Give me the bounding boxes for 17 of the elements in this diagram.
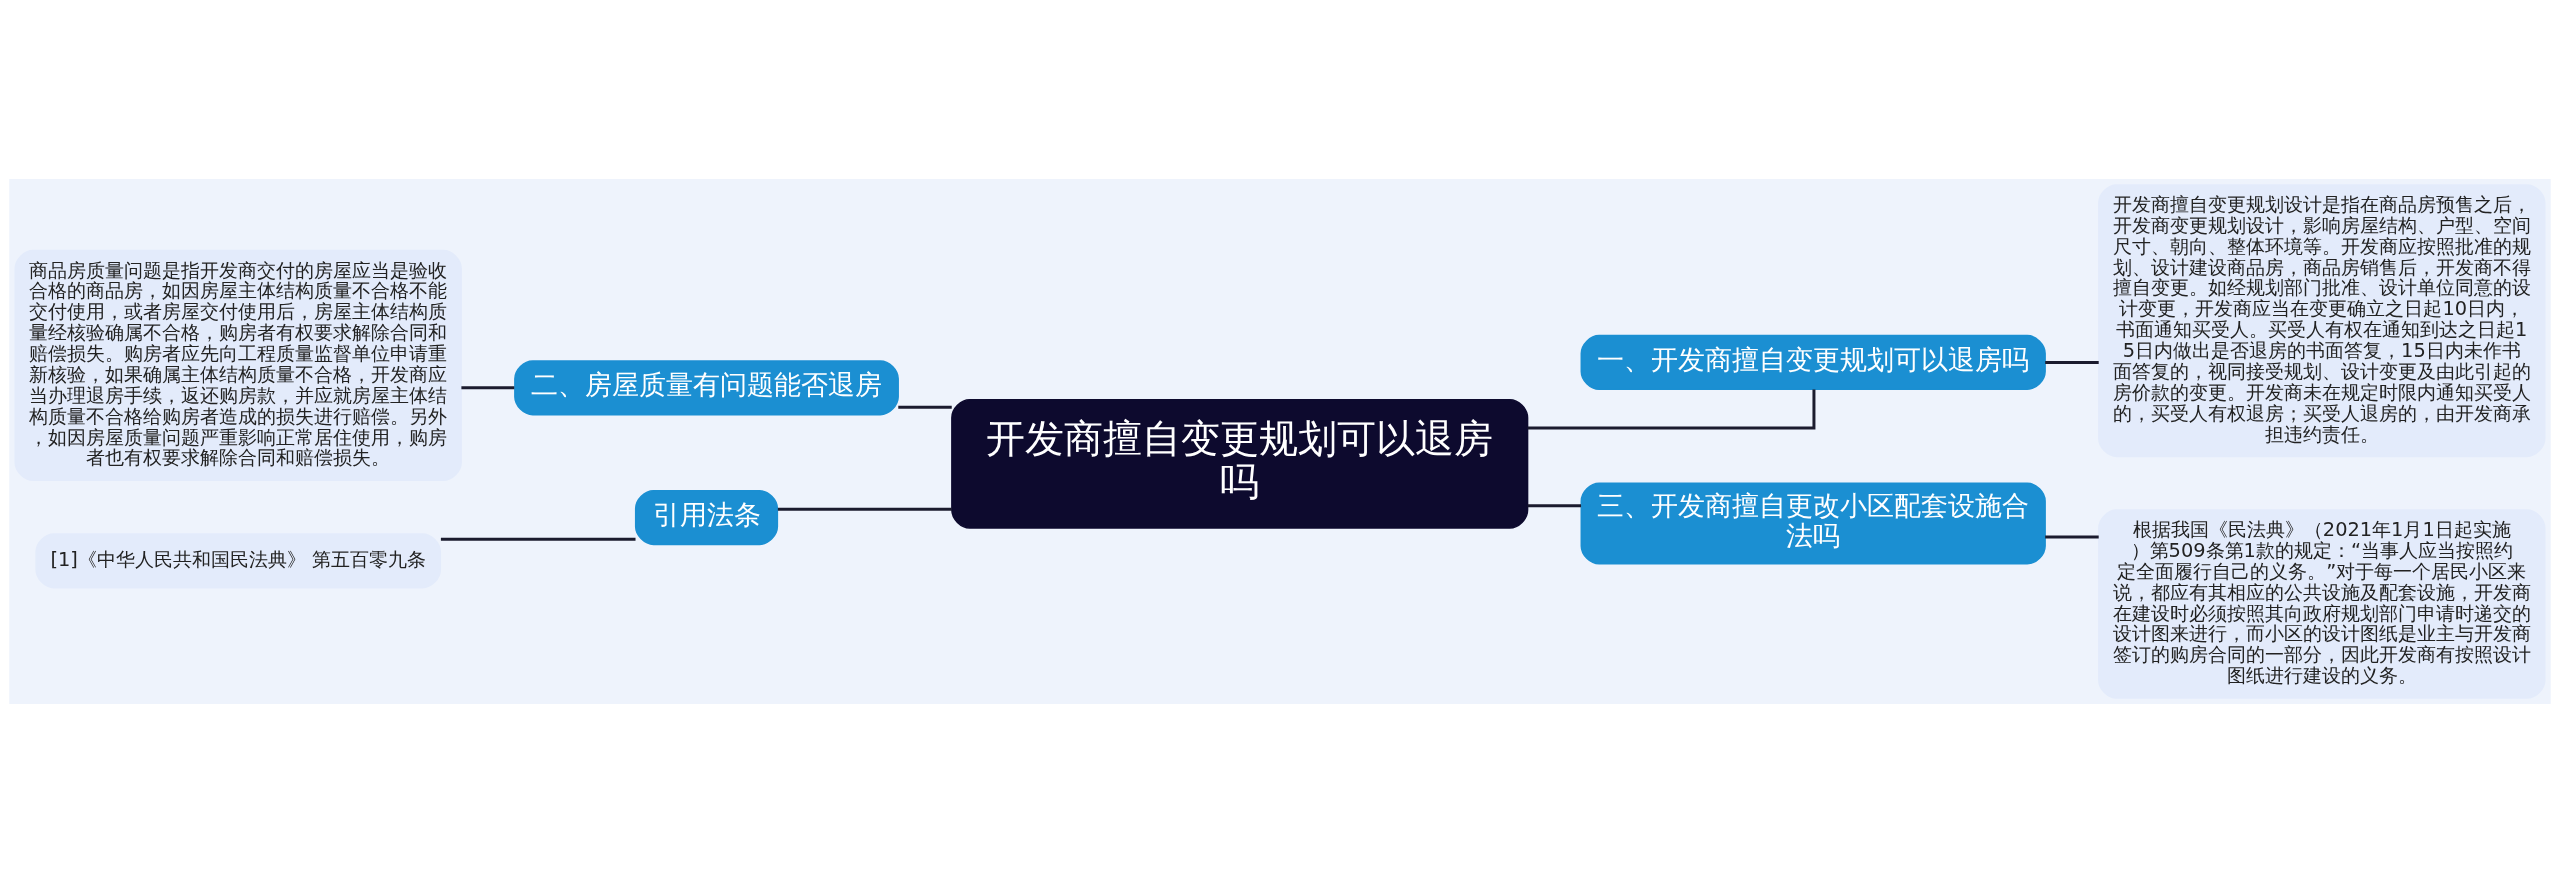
node-box: 引用法条 — [634, 489, 779, 545]
node-box: 二、房屋质量有问题能否退房 — [514, 359, 899, 415]
connector — [2045, 360, 2099, 364]
node-box: 三、开发商擅自更改小区配套设施合法吗 — [1580, 482, 2046, 565]
connector — [777, 507, 952, 511]
node-box: [1]《中华人民共和国民法典》 第五百零九条 — [35, 532, 442, 588]
connector — [440, 537, 636, 541]
connector — [2045, 534, 2099, 538]
node-box: 一、开发商擅自变更规划可以退房吗 — [1580, 334, 2046, 390]
connector — [1527, 389, 1816, 430]
connector — [1527, 503, 1582, 507]
node-box: 商品房质量问题是指开发商交付的房屋应当是验收合格的商品房，如因房屋主体结构质量不合格不能交付使用，或者房屋交付使用后，房屋主体结构质量经核验确属不合格，购房者有权要求解除合同和赔偿损失。购房者应先向工程质量监督单位申请重新核验，如果确属主体结构质量不合格，开发商应当办理退房手续，返还购房款，并应就房屋主体结构质量不合格给购房者造成的损失进行赔偿。另外，如因房屋质量问题严重影响正常居住使用，购房者也有权要求解除合同和赔偿损失。 — [14, 249, 462, 481]
node-box: 开发商擅自变更规划可以退房吗 — [951, 398, 1529, 529]
node-box: 开发商擅自变更规划设计是指在商品房预售之后，开发商变更规划设计，影响房屋结构、户型、空间尺寸、朝向、整体环境等。开发商应按照批准的规划、设计建设商品房，商品房销售后，开发商不得擅自变更。如经规划部门批准、设计单位同意的设计变更，开发商应当在变更确立之日起10日内，书面通知买受人。买受人有权在通知到达之日起15日内做出是否退房的书面答复，15日内未作书面答复的，视同接受规划、设计变更及由此引起的房价款的变更。开发商未在规定时限内通知买受人的，买受人有权退房；买受人退房的，由开发商承担违约责任。 — [2098, 183, 2546, 457]
node-box: 根据我国《民法典》（2021年1月1日起实施）第509条第1款的规定：“当事人应当按照约定全面履行自己的义务。”对于每一个居民小区来说，都应有其相应的公共设施及配套设施，开发商在建设时必须按照其向政府规划部门申请时递交的设计图来进行，而小区的设计图纸是业主与开发商签订的购房合同的一部分，因此开发商有按照设计图纸进行建设的义务。 — [2098, 508, 2546, 699]
connector — [461, 385, 515, 389]
connector — [898, 405, 952, 409]
